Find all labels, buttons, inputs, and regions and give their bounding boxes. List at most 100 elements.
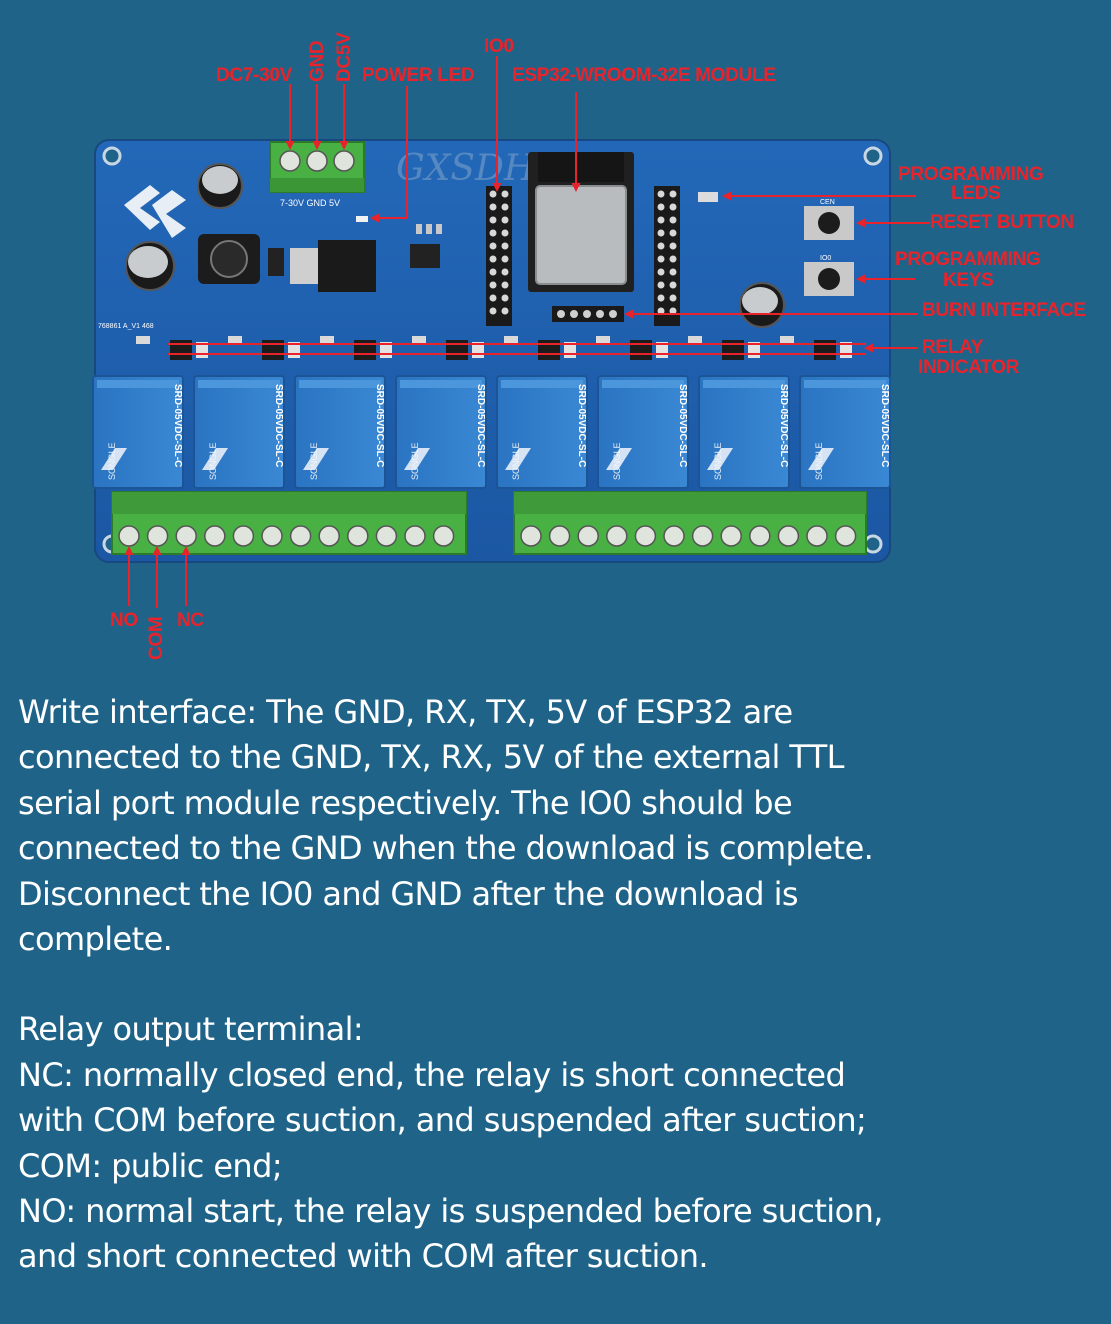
terminal-screw [118, 525, 140, 547]
relay-top-edge [804, 380, 886, 388]
header-pin [489, 203, 497, 211]
smd-resistor [596, 336, 610, 344]
relay-logo-mark [606, 448, 632, 470]
terminal-screws [118, 525, 857, 547]
label-esp32-module: ESP32-WROOM-32E MODULE [512, 65, 776, 86]
label-programming-keys-2: KEYS [943, 270, 994, 291]
label-programming-keys-1: PROGRAMMING [895, 249, 1041, 270]
text-line: NC: normally closed end, the relay is sh… [18, 1055, 846, 1094]
header-pin [669, 294, 677, 302]
header-pin [501, 190, 509, 198]
header-pin [657, 216, 665, 224]
relay-array: SRD-05VDC-SL-CSONGLESRD-05VDC-SL-CSONGLE… [92, 375, 891, 489]
header-pin [501, 229, 509, 237]
header-pin [489, 216, 497, 224]
header-pin [489, 190, 497, 198]
header-pin [501, 281, 509, 289]
terminal-screw [175, 525, 197, 547]
text-line: connected to the GND when the download i… [18, 829, 874, 868]
header-pin [501, 216, 509, 224]
label-relay-indicator-1: RELAY [922, 337, 984, 358]
smd-resistor [136, 336, 150, 344]
label-com: COM [146, 616, 167, 660]
terminal-screw [404, 525, 426, 547]
smd-resistor [320, 336, 334, 344]
terminal-screw [834, 525, 857, 547]
header-pin [669, 268, 677, 276]
relay-logo-mark [505, 448, 531, 470]
text-line: and short connected with COM after sucti… [18, 1237, 709, 1276]
label-dc-input: DC7-30V [216, 65, 293, 86]
header-pin [657, 229, 665, 237]
terminal-screw [375, 525, 398, 547]
relay-model-text: SRD-05VDC-SL-C [172, 384, 183, 467]
header-pin [657, 268, 665, 276]
terminal-screw [289, 525, 312, 547]
label-gnd: GND [307, 40, 328, 82]
terminal-screw [347, 525, 369, 547]
smd-resistor [780, 336, 794, 344]
header-pin [501, 255, 509, 263]
header-pin [489, 307, 497, 315]
terminal-screw [261, 525, 283, 547]
programming-leds [698, 192, 718, 202]
burn-interface-header [552, 306, 624, 322]
label-relay-indicator-2: INDICATOR [918, 357, 1020, 378]
header-pin [657, 281, 665, 289]
terminal-screw [777, 525, 800, 547]
terminal-screw [204, 525, 226, 547]
text-line: Relay output terminal: [18, 1010, 364, 1049]
relay-top-edge [400, 380, 482, 388]
header-pin [669, 281, 677, 289]
relay-model-text: SRD-05VDC-SL-C [273, 384, 284, 467]
label-burn-interface: BURN INTERFACE [922, 300, 1086, 321]
header-pin [669, 255, 677, 263]
text-line: Write interface: The GND, RX, TX, 5V of … [18, 693, 793, 731]
terminal-screw [606, 525, 628, 547]
relay-top-edge [703, 380, 785, 388]
key-label-io0: IO0 [820, 255, 831, 262]
terminal-screw [548, 525, 571, 547]
header-pin [669, 216, 677, 224]
section-spacer [18, 962, 1098, 1007]
relay-model-text: SRD-05VDC-SL-C [576, 384, 587, 467]
header-pin [657, 203, 665, 211]
terminal-screw [318, 525, 340, 547]
header-pin [489, 294, 497, 302]
header-pin [489, 242, 497, 250]
relay-top-edge [198, 380, 280, 388]
header-pin [657, 294, 665, 302]
text-line: COM: public end; [18, 1146, 283, 1185]
header-pin [669, 307, 677, 315]
header-pin [489, 281, 497, 289]
voltage-regulator [318, 240, 376, 292]
electrolytic-capacitors [125, 163, 785, 328]
text-line: connected to the GND, TX, RX, 5V of the … [18, 738, 844, 777]
header-pin [657, 242, 665, 250]
description-text: Write interface: The GND, RX, TX, 5V of … [18, 690, 1098, 1280]
header-pin [489, 255, 497, 263]
reset-button-part [804, 206, 854, 240]
terminal-screw [432, 525, 455, 547]
relay-logo-mark [404, 448, 430, 470]
header-pin [669, 229, 677, 237]
relay-model-text: SRD-05VDC-SL-C [677, 384, 688, 467]
text-line: NO: normal start, the relay is suspended… [18, 1192, 883, 1231]
smd-resistor [228, 336, 242, 344]
header-pin [501, 307, 509, 315]
pcb-id: 768861 A_V1 468 [98, 323, 154, 330]
text-line: with COM before suction, and suspended a… [18, 1101, 867, 1140]
header-pin [501, 242, 509, 250]
header-pin [489, 268, 497, 276]
label-io0: IO0 [484, 36, 514, 57]
text-line: complete. [18, 920, 173, 959]
header-pin [669, 203, 677, 211]
terminal-screw [806, 525, 828, 547]
header-pin [501, 203, 509, 211]
terminal-screw [520, 525, 542, 547]
output-terminal-left [111, 491, 467, 555]
pin-header-right [654, 186, 680, 326]
label-no: NO [110, 610, 138, 631]
header-pin [501, 294, 509, 302]
label-reset-button: RESET BUTTON [930, 212, 1074, 233]
